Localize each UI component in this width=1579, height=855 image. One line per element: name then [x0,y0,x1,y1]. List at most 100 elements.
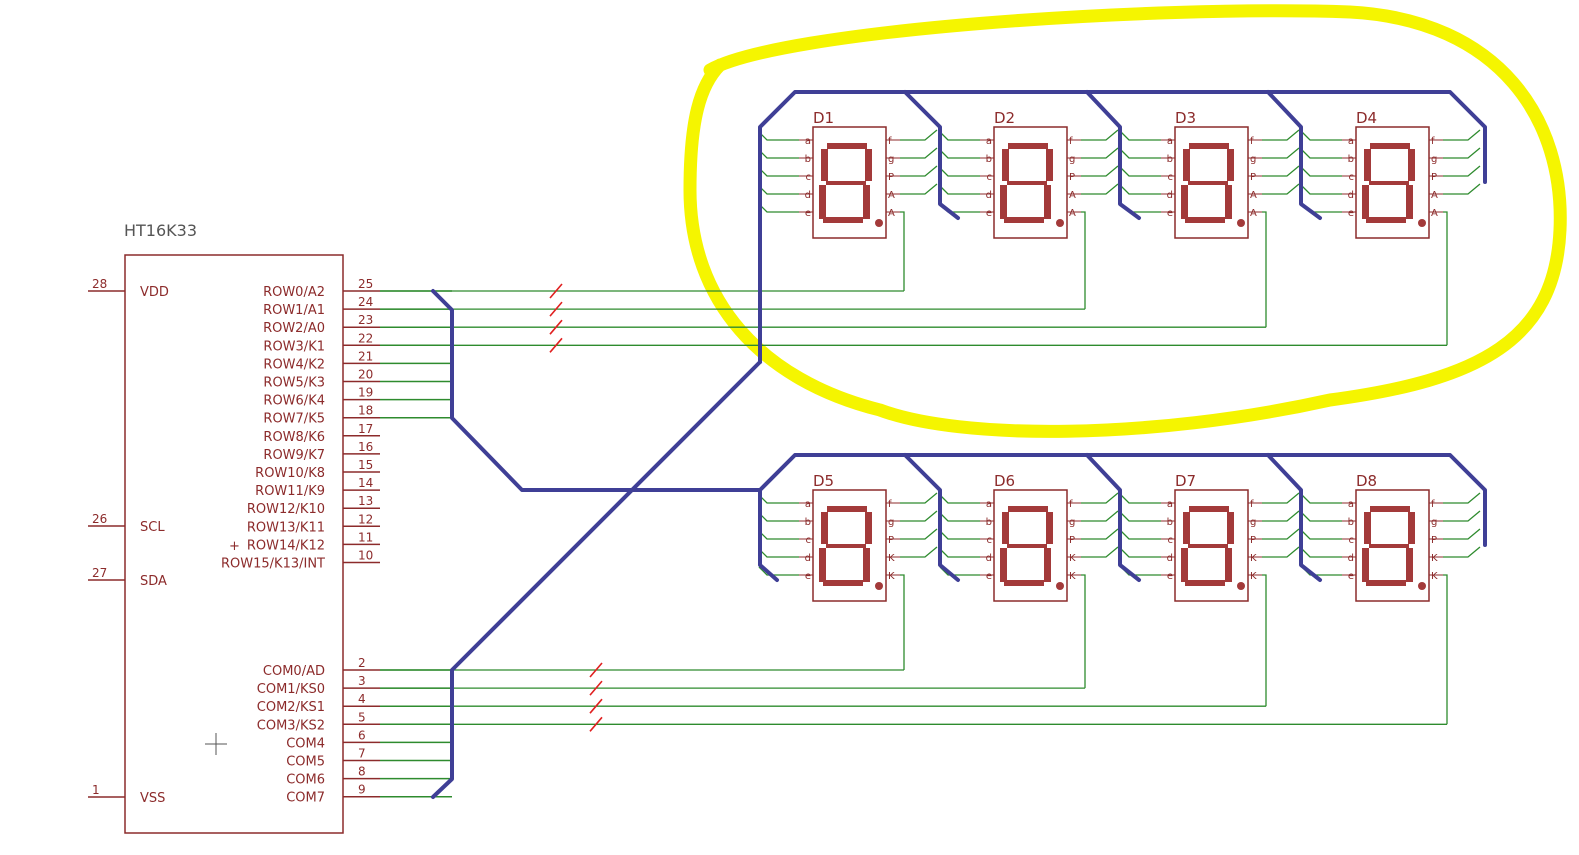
display-pin-label: A [1069,208,1076,219]
display-pin-label: e [1167,208,1173,219]
display-pin-label: a [1167,499,1173,510]
segment-wire [1120,167,1161,177]
display-pin-label: a [986,499,992,510]
segment-bar [1183,512,1190,544]
display-pin-label: c [1349,172,1355,183]
chip-pin-number: 17 [358,422,373,436]
segment-wire [939,131,980,141]
segment-wire [1301,512,1342,522]
chip-pin-label: ROW7/K5 [263,412,325,427]
seven-segment-digit [1362,506,1426,590]
seven-segment-digit [1362,143,1426,227]
segment-bar [1366,580,1406,586]
segment-wire [1262,183,1300,195]
segment-wire [1120,185,1161,195]
top-display-bus-branch [903,90,960,220]
display-pin-label: P [1431,535,1437,546]
display-pin-label: P [1069,172,1075,183]
display-pin-label: K [1431,553,1438,564]
segment-bar [1227,512,1234,544]
chip-pin-number: 15 [358,458,373,472]
display-body [1174,126,1249,239]
segment-bar [1369,544,1409,548]
chip-pin-number: 21 [358,349,373,363]
segment-bar [1183,149,1190,181]
segment-wire [1081,183,1119,195]
chip-pin-label: COM0/AD [263,664,325,679]
display-pin-label: A [888,190,895,201]
segment-wire [939,167,980,177]
display-pin-label: A [1250,208,1257,219]
segment-wire [758,149,799,159]
display-pin-label: a [805,136,811,147]
segment-wire [900,492,938,504]
segment-wire [1443,510,1481,522]
chip-pin-label: ROW4/K2 [263,357,325,372]
segment-bar [1002,149,1009,181]
display-pin-label: d [1348,553,1354,564]
chip-pin-number: 22 [358,331,373,345]
highlight-circle [683,4,1567,438]
display-pin-label: P [888,172,894,183]
chip-pin-number: 10 [358,549,373,563]
display-pin-label: a [1348,499,1354,510]
segment-wire [1301,185,1342,195]
segment-wire [758,203,799,213]
wire-break-mark [549,301,563,317]
chip-pin-number: 13 [358,494,373,508]
display-pin-label: f [1431,499,1435,510]
segment-wire [939,548,980,558]
display-pin-label: P [1431,172,1437,183]
segment-wire [758,530,799,540]
display-pin-label: e [1348,208,1354,219]
display-pin-label: b [805,154,811,165]
display-pin-label: e [1167,571,1173,582]
chip-pin-number: 5 [358,710,366,724]
highlight-layer [683,4,1567,438]
decimal-point [1237,582,1245,590]
segment-bar [1008,506,1048,512]
chip-pin-number: 9 [358,783,366,797]
display-pin-label: P [1250,172,1256,183]
segment-bar [1008,143,1048,149]
display-body [1355,489,1430,602]
segment-wire [1081,129,1119,141]
display-name: D1 [813,109,834,127]
display-body [993,126,1068,239]
display-body [812,489,887,602]
segment-wire [939,149,980,159]
segment-bar [1225,185,1232,219]
wire-break-mark [589,698,603,714]
display-layer: D1abcdefgPAAD2abcdefgPAAD3abcdefgPAAD4ab… [799,109,1443,602]
display-pin-label: K [888,553,895,564]
display-pin-label: b [1348,517,1354,528]
segment-wire [1301,494,1342,504]
chip-pin-number: 11 [358,530,373,544]
segment-bar [826,544,866,548]
segment-wire [900,129,938,141]
segment-bar [1189,506,1229,512]
display-name: D6 [994,472,1015,490]
display-body [1174,489,1249,602]
display-pin-label: g [888,154,894,165]
segment-wire [900,510,938,522]
segment-bar [1362,548,1369,582]
chip-pin-number: 19 [358,386,373,400]
segment-bar [823,217,863,223]
segment-wire [1443,183,1481,195]
display-pin-label: d [805,190,811,201]
segment-wire [1120,131,1161,141]
segment-bar [1369,181,1409,185]
segment-bar [1000,548,1007,582]
display-body [1355,126,1430,239]
display-pin-label: f [1069,136,1073,147]
display-pin-label: b [1167,517,1173,528]
chip-pin-number: 3 [358,674,366,688]
segment-wire [1081,510,1119,522]
chip-pin-number: 6 [358,728,366,742]
segment-bar [827,143,867,149]
segment-wire [1120,548,1161,558]
segment-bar [1364,149,1371,181]
chip-pin-label: ROW15/K13/INT [221,557,325,572]
common-wire [1081,211,1086,310]
